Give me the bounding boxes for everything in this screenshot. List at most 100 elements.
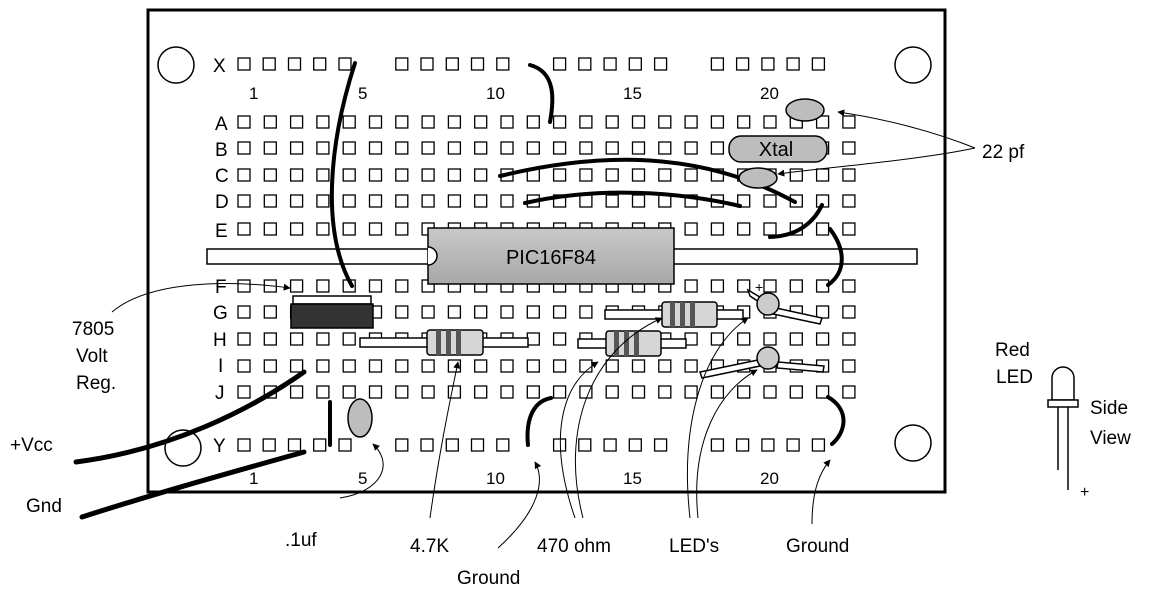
resistor-470-upper-body [661, 301, 718, 328]
jumper-d-long [523, 190, 742, 208]
hole-row-d-9 [447, 194, 462, 208]
label-ground-right: Ground [786, 536, 849, 557]
mounting-hole-top-left [157, 46, 195, 84]
col-num-top-20: 20 [760, 84, 779, 103]
resistor-470-upper-band-3 [690, 302, 695, 327]
hole-row-b-12 [526, 141, 540, 155]
led-lower-body [756, 346, 780, 370]
hole-row-c-5 [342, 168, 356, 182]
hole-row-y-19 [786, 438, 800, 452]
hole-row-b-11 [500, 141, 514, 155]
hole-row-x-3 [287, 57, 302, 71]
col-num-bottom-10: 10 [486, 469, 505, 488]
hole-row-b-5 [342, 141, 356, 155]
hole-row-i-14 [579, 359, 593, 373]
resistor-4k7-band-1 [436, 330, 441, 355]
hole-row-a-2 [263, 115, 277, 129]
hole-row-c-3 [289, 168, 304, 182]
hole-row-h-22 [789, 332, 803, 346]
led-upper [746, 288, 823, 325]
hole-row-d-3 [289, 194, 304, 208]
regulator-body [290, 303, 374, 329]
hole-row-y-10 [496, 438, 510, 452]
hole-row-x-12 [578, 57, 592, 71]
hole-row-a-1 [237, 115, 251, 129]
arrow-22pf-lower [777, 147, 976, 177]
regulator-tab [292, 295, 372, 305]
hole-row-y-3 [287, 438, 302, 452]
chip-notch [427, 246, 438, 266]
hole-row-d-16 [631, 194, 646, 208]
hole-row-d-10 [474, 194, 488, 208]
jumper-ground-left [525, 396, 553, 447]
col-num-top-15: 15 [623, 84, 642, 103]
hole-row-j-24 [842, 385, 856, 399]
hole-row-j-16 [631, 385, 646, 399]
arrow-22pf-upper [837, 109, 976, 149]
col-num-bottom-20: 20 [760, 469, 779, 488]
hole-row-c-4 [316, 168, 330, 182]
hole-row-e-2 [263, 222, 277, 236]
hole-row-d-5 [342, 194, 356, 208]
hole-row-a-18 [684, 115, 698, 129]
hole-row-h-13 [552, 332, 567, 346]
hole-row-i-3 [289, 359, 304, 373]
label-470-ohm: 470 ohm [537, 536, 611, 557]
hole-row-f-3 [289, 279, 304, 293]
hole-row-i-17 [658, 359, 672, 373]
hole-row-h-24 [842, 332, 856, 346]
hole-row-e-7 [395, 222, 409, 236]
led-lower-lead-b [776, 361, 825, 373]
hole-row-d-17 [658, 194, 672, 208]
hole-row-y-5 [338, 438, 352, 452]
hole-row-d-15 [605, 194, 619, 208]
hole-row-a-3 [289, 115, 304, 129]
hole-row-c-13 [552, 168, 567, 182]
resistor-470-lower-band-2 [624, 331, 629, 356]
hole-row-e-18 [684, 222, 698, 236]
hole-row-j-12 [526, 385, 540, 399]
label-red-led-line1: Red [995, 340, 1030, 361]
hole-row-y-17 [735, 438, 750, 452]
hole-row-a-24 [842, 115, 856, 129]
hole-row-x-11 [552, 57, 567, 71]
hole-row-i-15 [605, 359, 619, 373]
hole-row-d-20 [737, 194, 751, 208]
hole-row-c-16 [631, 168, 646, 182]
hole-row-g-14 [579, 305, 593, 319]
hole-row-i-13 [552, 359, 567, 373]
hole-row-x-17 [735, 57, 750, 71]
hole-row-j-20 [737, 385, 751, 399]
label-leds: LED's [669, 536, 719, 557]
hole-row-x-7 [420, 57, 434, 71]
hole-row-g-1 [237, 305, 251, 319]
hole-row-c-14 [579, 168, 593, 182]
hole-row-c-6 [368, 168, 383, 182]
hole-row-d-7 [395, 194, 409, 208]
arrow-regulator [111, 283, 291, 313]
hole-row-d-24 [842, 194, 856, 208]
hole-row-i-11 [500, 359, 514, 373]
col-num-bottom-5: 5 [358, 469, 367, 488]
hole-row-j-8 [421, 385, 435, 399]
hole-row-h-4 [316, 332, 330, 346]
label-side-view-line2: View [1090, 428, 1131, 449]
arrow-470-lower [559, 361, 599, 519]
hole-row-h-18 [684, 332, 698, 346]
resistor-4k7-band-2 [446, 330, 451, 355]
hole-row-d-4 [316, 194, 330, 208]
resistor-470-lower-band-1 [614, 331, 619, 356]
hole-row-i-16 [631, 359, 646, 373]
hole-row-b-2 [263, 141, 277, 155]
label-01uf: .1uf [285, 530, 317, 551]
hole-row-d-14 [579, 194, 593, 208]
mounting-hole-bottom-right [894, 424, 932, 462]
hole-row-x-4 [313, 57, 327, 71]
label-regulator-line2: Volt [76, 346, 108, 367]
hole-row-h-21 [763, 332, 777, 346]
hole-row-a-9 [447, 115, 462, 129]
hole-row-j-1 [237, 385, 251, 399]
crystal-body [728, 135, 828, 163]
hole-row-f-1 [237, 279, 251, 293]
hole-row-x-14 [628, 57, 642, 71]
